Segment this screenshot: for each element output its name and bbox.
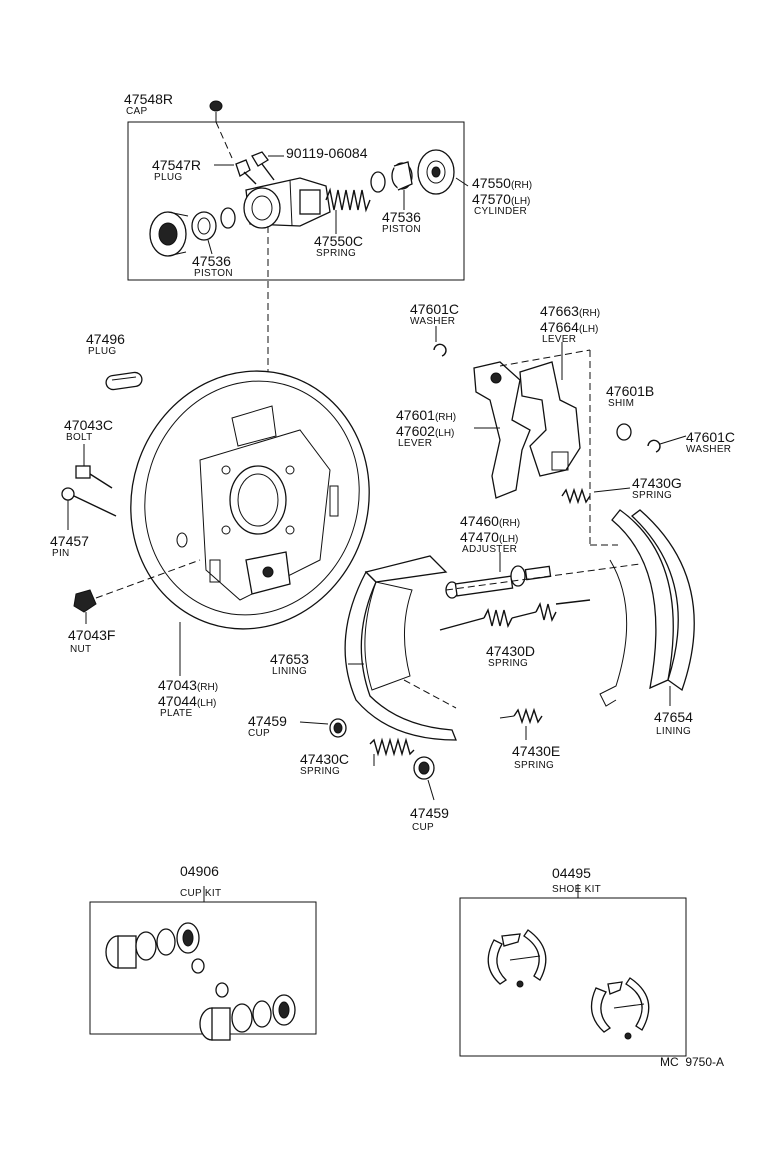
part-name-47547r: PLUG [154, 172, 182, 183]
part-number-47653: 47653 [270, 651, 309, 667]
kit-number-cup: 04906 [180, 863, 219, 879]
part-name-47601c-b: WASHER [686, 444, 731, 455]
cup-kit-pistons-upper-drawing [105, 922, 205, 974]
bleeder-plug-drawing [214, 159, 257, 185]
part-name-47043c: BOLT [66, 432, 93, 443]
part-number-47430g: 47430G [632, 475, 682, 491]
boot-left-drawing [149, 211, 189, 257]
kit-number-shoe: 04495 [552, 865, 591, 881]
part-name-47430e: SPRING [514, 760, 554, 771]
part-number-47601c-b: 47601C [686, 429, 735, 445]
part-number-47044: 47044(LH) [158, 693, 216, 709]
washer-47601c-a-drawing [433, 326, 447, 357]
part-number-47536-left: 47536 [192, 253, 231, 269]
piston-right-drawing [391, 161, 413, 210]
boot-right-drawing [417, 149, 469, 195]
backing-plate-drawing [130, 370, 370, 630]
part-name-47496: PLUG [88, 346, 116, 357]
part-name-47430c: SPRING [300, 766, 340, 777]
part-name-47470: ADJUSTER [462, 544, 517, 555]
part-number-47548r: 47548R [124, 91, 173, 107]
part-name-47536-left: PISTON [194, 268, 233, 279]
spring-47430e-drawing [499, 707, 543, 740]
part-name-47043f: NUT [70, 644, 91, 655]
plug-47496-drawing [105, 371, 143, 391]
part-number-47654: 47654 [654, 709, 693, 725]
kit-name-shoe: SHOE KIT [552, 884, 601, 895]
part-name-47602: LEVER [398, 438, 432, 449]
part-number-47601: 47601(RH) [396, 407, 456, 423]
lever-47663-drawing [519, 342, 581, 477]
part-number-47496: 47496 [86, 331, 125, 347]
shoe-kit-box [459, 897, 687, 1057]
cylinder-body-drawing [243, 177, 331, 229]
part-number-47550: 47550(RH) [472, 175, 532, 191]
shoe-lining-47654-drawing [599, 509, 695, 707]
part-number-90119: 90119-06084 [286, 145, 368, 161]
part-name-47664: LEVER [542, 334, 576, 345]
spring-47550c-drawing [325, 187, 371, 234]
part-name-47459-a: CUP [248, 728, 270, 739]
lever-47601-drawing [473, 361, 531, 499]
part-name-47430d: SPRING [488, 658, 528, 669]
kit-name-cup: CUP KIT [180, 888, 221, 899]
part-name-47430g: SPRING [632, 490, 672, 501]
part-number-47470: 47470(LH) [460, 529, 518, 545]
part-name-47044: PLATE [160, 708, 192, 719]
part-name-47601b: SHIM [608, 398, 634, 409]
piston-left-drawing [191, 211, 217, 255]
part-number-47459-a: 47459 [248, 713, 287, 729]
spring-47430g-drawing [561, 487, 631, 505]
diagram-code: MC 9750-A [660, 1055, 724, 1069]
cylinder-assembly-box [127, 121, 465, 281]
pin-47457-drawing [61, 487, 117, 530]
shoe-lining-47653-drawing [344, 555, 457, 741]
shoe-kit-pair-lower-drawing [590, 977, 650, 1040]
bolt-47043c-drawing [75, 444, 113, 489]
part-number-47536-right: 47536 [382, 209, 421, 225]
cup-47459a-drawing [299, 718, 347, 738]
spring-47430d-drawing [439, 599, 591, 631]
part-name-47570: CYLINDER [474, 206, 527, 217]
cup-47459b-drawing [413, 756, 435, 801]
cap-47548r-drawing [209, 100, 233, 159]
part-number-47459-b: 47459 [410, 805, 449, 821]
shoe-kit-pair-upper-drawing [487, 929, 547, 988]
part-name-47459-b: CUP [412, 822, 434, 833]
part-name-47550c: SPRING [316, 248, 356, 259]
part-number-47430e: 47430E [512, 743, 560, 759]
part-number-47043c: 47043C [64, 417, 113, 433]
adjuster-47460-drawing [445, 552, 552, 599]
part-number-47570: 47570(LH) [472, 191, 530, 207]
washer-47601c-b-drawing [647, 435, 687, 453]
part-name-47536-right: PISTON [382, 224, 421, 235]
part-name-47601c-a: WASHER [410, 316, 455, 327]
cup-kit-pistons-lower-drawing [199, 982, 296, 1041]
spring-47430c-drawing [369, 737, 415, 766]
part-number-47602: 47602(LH) [396, 423, 454, 439]
part-number-47663: 47663(RH) [540, 303, 600, 319]
part-number-47430d: 47430D [486, 643, 535, 659]
part-number-47550c: 47550C [314, 233, 363, 249]
part-number-47601b: 47601B [606, 383, 654, 399]
part-number-47043f: 47043F [68, 627, 115, 643]
shim-47601b-drawing [616, 423, 632, 441]
part-name-47548r: CAP [126, 106, 147, 117]
part-name-47457: PIN [52, 548, 70, 559]
cup-seal-left-drawing [220, 207, 236, 229]
part-number-47043: 47043(RH) [158, 677, 218, 693]
part-name-47654: LINING [656, 726, 691, 737]
cup-seal-right-drawing [370, 171, 386, 193]
part-number-47601c-a: 47601C [410, 301, 459, 317]
part-number-47460: 47460(RH) [460, 513, 520, 529]
part-number-47664: 47664(LH) [540, 319, 598, 335]
part-number-47457: 47457 [50, 533, 89, 549]
nut-47043f-drawing [73, 559, 201, 624]
part-number-47547r: 47547R [152, 157, 201, 173]
part-name-47653: LINING [272, 666, 307, 677]
part-number-47430c: 47430C [300, 751, 349, 767]
bolt-90119-drawing [251, 151, 284, 181]
